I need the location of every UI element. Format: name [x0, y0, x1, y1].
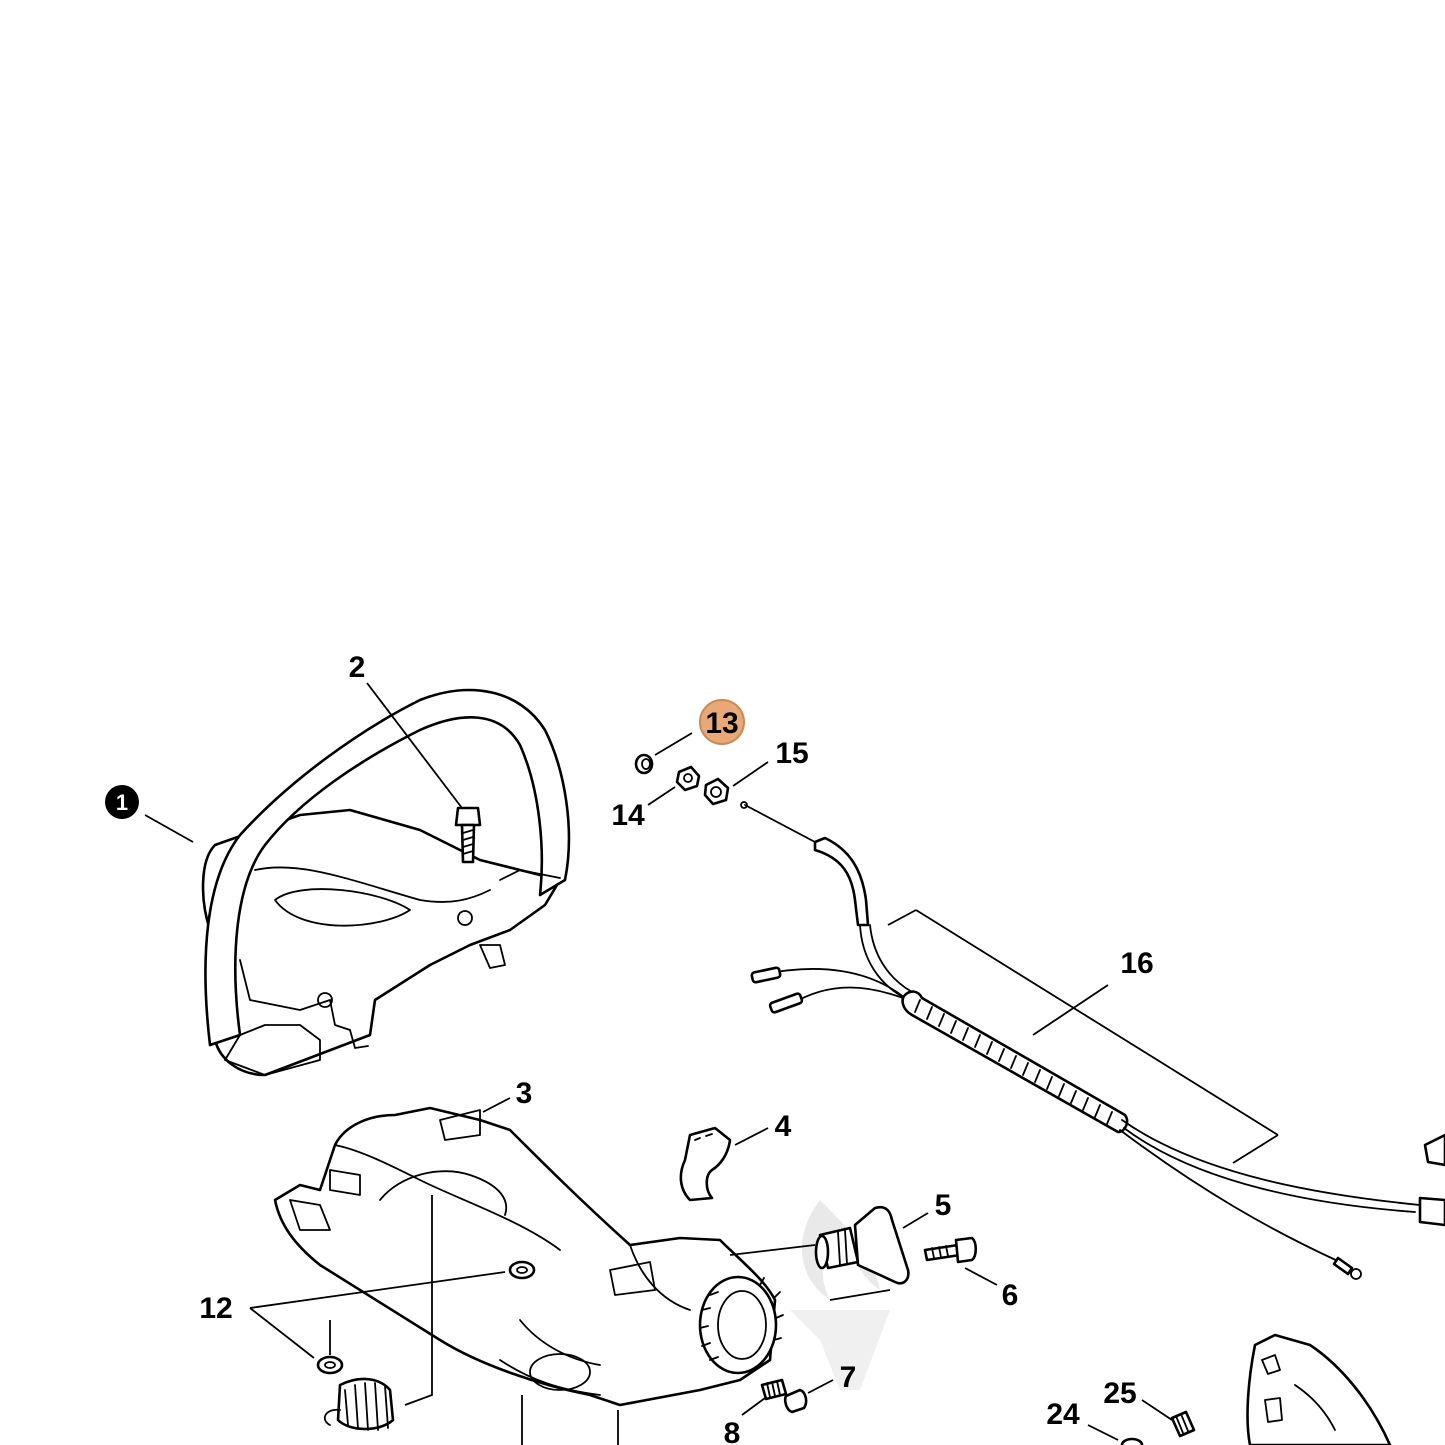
part-1-handle-bar[interactable] — [204, 688, 571, 1076]
callout-15[interactable]: 15 — [775, 737, 808, 770]
callout-2[interactable]: 2 — [349, 651, 366, 684]
callout-12[interactable]: 12 — [199, 1292, 232, 1325]
callout-1-text: 1 — [116, 790, 128, 815]
callout-25[interactable]: 25 — [1103, 1377, 1136, 1410]
part-13-ring[interactable] — [634, 753, 654, 775]
callout-1[interactable]: 1 — [105, 785, 139, 819]
callout-8[interactable]: 8 — [724, 1417, 741, 1445]
callout-7[interactable]: 7 — [840, 1361, 857, 1394]
part-6-screw[interactable] — [923, 1236, 978, 1264]
callout-24[interactable]: 24 — [1046, 1398, 1080, 1431]
part-16-cable-harness[interactable] — [740, 801, 1445, 1280]
part-8-spring[interactable] — [760, 1378, 788, 1401]
callout-5[interactable]: 5 — [935, 1189, 952, 1222]
part-5-fitting[interactable] — [814, 1205, 910, 1285]
part-25-spring[interactable] — [1170, 1410, 1196, 1438]
assembly-guides — [329, 1195, 891, 1445]
callout-6[interactable]: 6 — [1002, 1279, 1019, 1312]
part-7-cap[interactable] — [783, 1388, 808, 1414]
part-4-clip[interactable] — [679, 1126, 732, 1202]
callout-3[interactable]: 3 — [516, 1077, 533, 1110]
part-12-washer-lower[interactable] — [316, 1355, 344, 1375]
callout-13-highlight[interactable]: 13 — [699, 699, 745, 745]
part-3-hub-ring[interactable] — [698, 1275, 784, 1375]
part-lower-right-housing[interactable] — [1246, 1333, 1392, 1445]
part-3-rear-handle[interactable] — [273, 1106, 777, 1407]
callout-16[interactable]: 16 — [1120, 947, 1153, 980]
part-12-washer-upper[interactable] — [508, 1260, 536, 1280]
part-14-nut[interactable] — [675, 765, 701, 792]
part-15-nut[interactable] — [703, 777, 730, 806]
callout-14[interactable]: 14 — [611, 799, 645, 832]
part-24[interactable] — [1120, 1437, 1144, 1445]
watermark-logo — [790, 1200, 890, 1390]
callout-4[interactable]: 4 — [775, 1110, 792, 1143]
leader-lines — [144, 682, 1279, 1441]
callout-13: 13 — [705, 707, 738, 740]
torsion-spring[interactable] — [323, 1377, 395, 1431]
part-2-screw[interactable] — [454, 806, 482, 864]
